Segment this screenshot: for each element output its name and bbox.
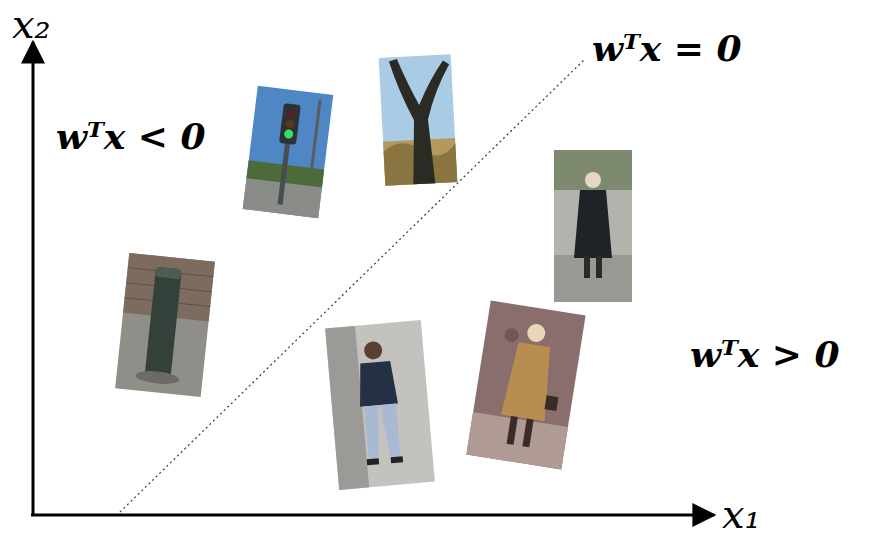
boundary-label: wᵀx = 0 bbox=[592, 30, 742, 66]
pedestrian-photo bbox=[554, 150, 632, 302]
bollard-photo bbox=[115, 253, 215, 397]
region-label: wᵀx < 0 bbox=[56, 118, 206, 154]
x-axis bbox=[31, 514, 714, 517]
y-axis bbox=[32, 42, 35, 515]
axis-label: x₂ bbox=[12, 4, 51, 44]
axis-label: x₁ bbox=[722, 494, 761, 534]
pedestrian-photo bbox=[466, 300, 585, 469]
traffic-light-photo bbox=[243, 86, 334, 218]
tree-photo bbox=[379, 54, 458, 186]
region-label: wᵀx > 0 bbox=[690, 336, 840, 372]
pedestrian-photo bbox=[325, 320, 435, 490]
